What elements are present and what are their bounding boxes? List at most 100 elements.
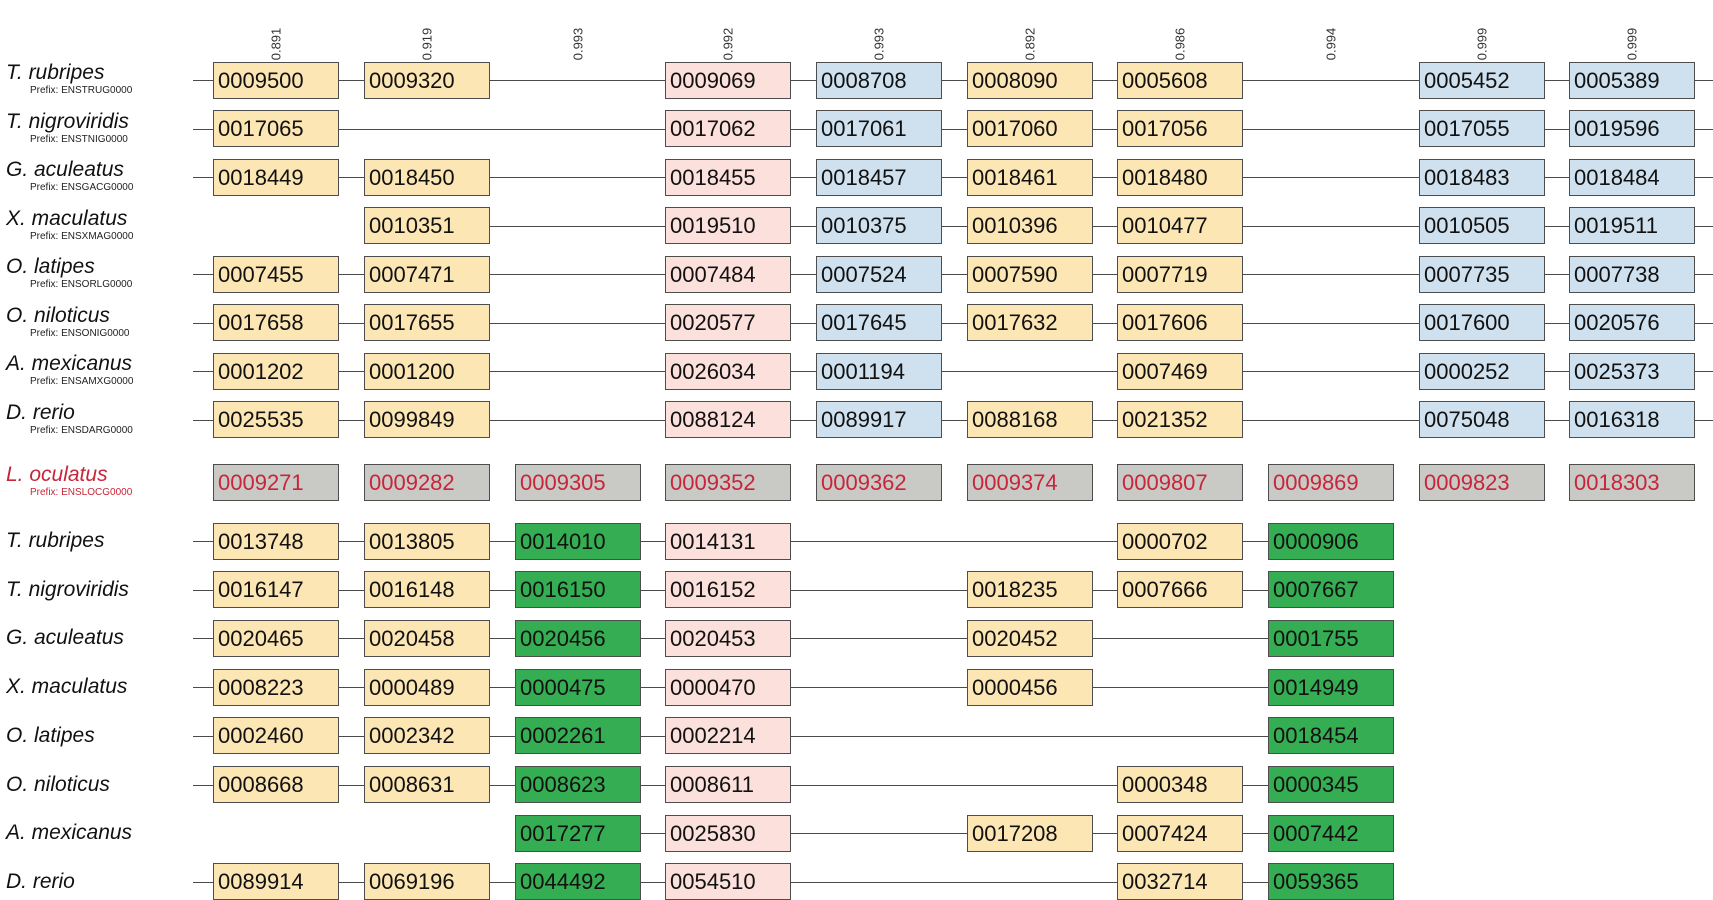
gene-box: 0000489 — [364, 669, 490, 706]
column-score-label: 0.992 — [720, 27, 736, 61]
gene-box: 0017208 — [967, 815, 1093, 852]
gene-box: 0007442 — [1268, 815, 1394, 852]
gene-box: 0059365 — [1268, 863, 1394, 900]
synteny-line — [193, 882, 1394, 883]
synteny-line — [193, 371, 1713, 372]
gene-box: 0018457 — [816, 159, 942, 196]
gene-box: 0019596 — [1569, 110, 1695, 147]
column-score-label: 0.999 — [1474, 27, 1490, 61]
gene-box: 0008623 — [515, 766, 641, 803]
gene-box: 0000456 — [967, 669, 1093, 706]
species-name: X. maculatus — [6, 207, 128, 230]
gene-box: 0026034 — [665, 353, 791, 390]
gene-box: 0017055 — [1419, 110, 1545, 147]
column-score: 0.919 — [420, 28, 435, 61]
gene-box: 0089917 — [816, 401, 942, 438]
gene-box: 0018455 — [665, 159, 791, 196]
gene-box: 0016150 — [515, 571, 641, 608]
species-label: T. rubripes — [6, 519, 191, 559]
gene-box: 0007484 — [665, 256, 791, 293]
gene-box: 0020458 — [364, 620, 490, 657]
column-score: 0.986 — [1173, 28, 1188, 61]
gene-box: 0007666 — [1117, 571, 1243, 608]
species-label: O. niloticus — [6, 763, 191, 803]
gene-box: 0017061 — [816, 110, 942, 147]
gene-box: 0019510 — [665, 207, 791, 244]
gene-box: 0001200 — [364, 353, 490, 390]
column-score: 0.993 — [872, 28, 887, 61]
synteny-line — [193, 177, 1713, 178]
gene-box: 0025373 — [1569, 353, 1695, 390]
gene-box: 0018480 — [1117, 159, 1243, 196]
synteny-line — [193, 129, 1713, 130]
column-score: 0.992 — [721, 28, 736, 61]
gene-id-prefix: Prefix: ENSXMAG0000 — [30, 231, 134, 242]
gene-box: 0000702 — [1117, 523, 1243, 560]
gene-box: 0010477 — [1117, 207, 1243, 244]
gene-box: 0020453 — [665, 620, 791, 657]
column-score: 0.994 — [1324, 28, 1339, 61]
gene-box: 0099849 — [364, 401, 490, 438]
gene-box: 0089914 — [213, 863, 339, 900]
gene-box: 0007738 — [1569, 256, 1695, 293]
gene-box: 0017632 — [967, 304, 1093, 341]
gene-box: 0020576 — [1569, 304, 1695, 341]
species-name: O. niloticus — [6, 773, 110, 796]
gene-box: 0005389 — [1569, 62, 1695, 99]
species-name: T. rubripes — [6, 529, 105, 552]
species-name: X. maculatus — [6, 675, 128, 698]
species-name: G. aculeatus — [6, 158, 124, 181]
gene-box: 0017277 — [515, 815, 641, 852]
column-score-label: 0.891 — [268, 27, 284, 61]
gene-box: 0005608 — [1117, 62, 1243, 99]
gene-id-prefix: Prefix: ENSTNIG0000 — [30, 134, 128, 145]
gene-box: 0021352 — [1117, 401, 1243, 438]
gene-box: 0013805 — [364, 523, 490, 560]
gene-box: 0016148 — [364, 571, 490, 608]
species-name: D. rerio — [6, 870, 75, 893]
species-name: A. mexicanus — [6, 821, 133, 844]
gene-box: 0000906 — [1268, 523, 1394, 560]
gene-box: 0018449 — [213, 159, 339, 196]
reference-gene-box: 0009271 — [213, 464, 339, 501]
gene-box: 0008223 — [213, 669, 339, 706]
gene-box: 0016147 — [213, 571, 339, 608]
gene-box: 0016318 — [1569, 401, 1695, 438]
synteny-line — [193, 274, 1713, 275]
gene-box: 0017606 — [1117, 304, 1243, 341]
species-label: T. nigroviridis — [6, 568, 191, 608]
species-name: O. niloticus — [6, 304, 110, 327]
gene-box: 0002460 — [213, 717, 339, 754]
gene-box: 0014131 — [665, 523, 791, 560]
species-name: O. latipes — [6, 255, 95, 278]
gene-box: 0020465 — [213, 620, 339, 657]
gene-box: 0008611 — [665, 766, 791, 803]
reference-gene-box: 0018303 — [1569, 464, 1695, 501]
gene-box: 0032714 — [1117, 863, 1243, 900]
column-score-label: 0.994 — [1323, 27, 1339, 61]
gene-box: 0018484 — [1569, 159, 1695, 196]
gene-box: 0000345 — [1268, 766, 1394, 803]
reference-gene-box: 0009305 — [515, 464, 641, 501]
gene-box: 0044492 — [515, 863, 641, 900]
column-score: 0.892 — [1023, 28, 1038, 61]
gene-id-prefix: Prefix: ENSTRUG0000 — [30, 85, 133, 96]
gene-box: 0020577 — [665, 304, 791, 341]
reference-gene-box: 0009282 — [364, 464, 490, 501]
gene-box: 0088124 — [665, 401, 791, 438]
gene-box: 0014010 — [515, 523, 641, 560]
column-score-label: 0.993 — [871, 27, 887, 61]
gene-box: 0019511 — [1569, 207, 1695, 244]
gene-box: 0009500 — [213, 62, 339, 99]
column-score-label: 0.892 — [1022, 27, 1038, 61]
species-label: X. maculatus — [6, 665, 191, 705]
species-name: A. mexicanus — [6, 352, 133, 375]
species-name: T. nigroviridis — [6, 110, 129, 133]
gene-box: 0007424 — [1117, 815, 1243, 852]
gene-box: 0016152 — [665, 571, 791, 608]
gene-box: 0075048 — [1419, 401, 1545, 438]
